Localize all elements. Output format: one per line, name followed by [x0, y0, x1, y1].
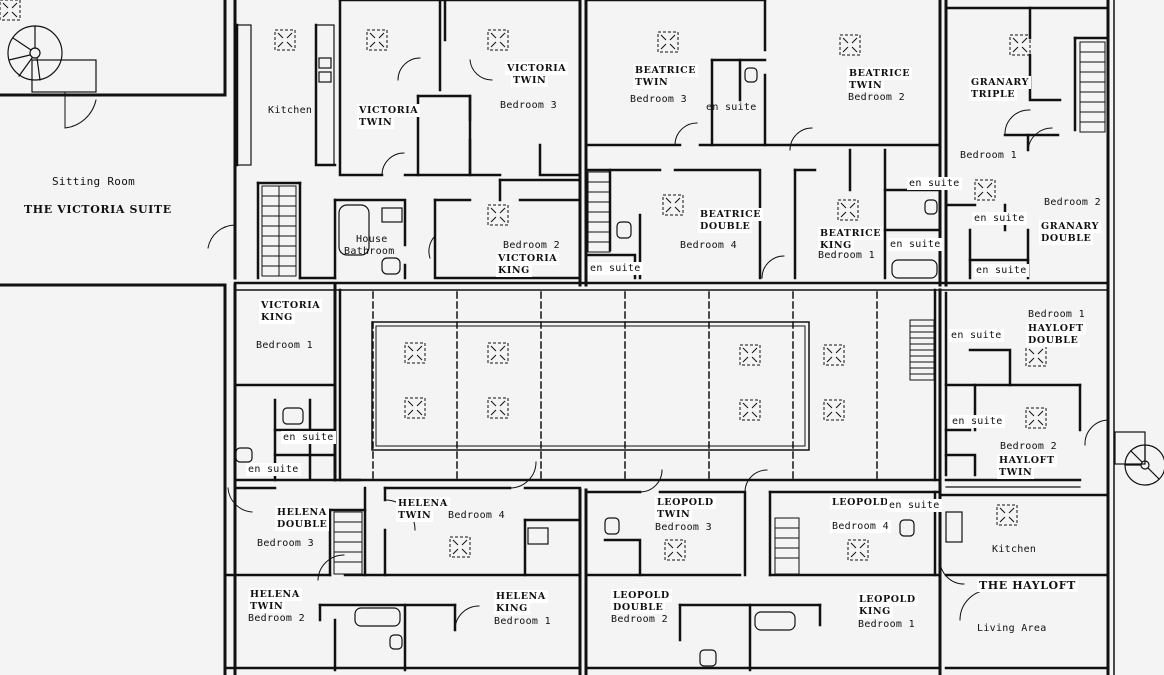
label-bedroom1-victoria: Bedroom 1 — [256, 340, 313, 351]
label-leopold-double-2: DOUBLE — [611, 601, 666, 614]
label-en-suite-8: en suite — [246, 463, 301, 476]
bottom-fixtures — [354, 511, 963, 667]
label-victoria-suite: THE VICTORIA SUITE — [24, 203, 172, 216]
label-beatrice-twin-1: BEATRICE — [633, 64, 699, 77]
house-bath — [338, 204, 403, 275]
label-leopold-double-1: LEOPOLD — [611, 589, 672, 602]
label-bedroom2-victoria: Bedroom 2 — [503, 240, 560, 251]
label-bedroom2-beatrice: Bedroom 2 — [848, 92, 905, 103]
hayloft-upper-walls — [944, 291, 1082, 488]
label-leopold-twin-2: TWIN — [655, 508, 693, 521]
label-helena-twin-b-1: HELENA — [248, 588, 302, 601]
label-granary-triple-1: GRANARY — [969, 76, 1032, 89]
label-hayloft-double-1: HAYLOFT — [1026, 322, 1086, 335]
skylights — [0, 0, 1047, 561]
label-victoria-twin-a-2: TWIN — [511, 74, 549, 87]
label-granary-double-1: GRANARY — [1039, 220, 1102, 233]
beatrice-stair — [587, 171, 611, 253]
courtyard-beams — [372, 291, 878, 479]
bottom-stairs — [333, 511, 800, 575]
label-en-suite-2: en suite — [972, 212, 1027, 225]
label-victoria-twin-b-1: VICTORIA — [357, 104, 421, 117]
label-en-suite-5: en suite — [888, 238, 943, 251]
label-helena-twin-b-2: TWIN — [248, 600, 286, 613]
label-helena-twin-1: HELENA — [396, 497, 450, 510]
label-bedroom2-hayloft: Bedroom 2 — [1000, 441, 1057, 452]
label-beatrice-king-1: BEATRICE — [818, 227, 884, 240]
courtyard-pool — [371, 321, 810, 451]
label-victoria-twin-a-1: VICTORIA — [505, 62, 569, 75]
label-hayloft-twin-1: HAYLOFT — [997, 454, 1057, 467]
label-bedroom3-victoria: Bedroom 3 — [500, 100, 557, 111]
label-kitchen-top: Kitchen — [268, 105, 313, 116]
label-beatrice-twin-b-1: BEATRICE — [847, 67, 913, 80]
label-bedroom1-beatrice: Bedroom 1 — [818, 250, 875, 261]
label-bedroom1-hayloft: Bedroom 1 — [1028, 309, 1085, 320]
label-victoria-king-2: KING — [496, 264, 532, 277]
label-house-bathroom-1: House — [356, 234, 388, 245]
label-en-suite-9: en suite — [949, 329, 1004, 342]
beatrice-wing-walls — [584, 0, 942, 280]
label-bedroom4-helena: Bedroom 4 — [448, 510, 505, 521]
label-hayloft-twin-2: TWIN — [997, 466, 1035, 479]
label-bedroom4-leopold: Bedroom 4 — [830, 520, 891, 533]
label-victoria-king-1: VICTORIA — [496, 252, 560, 265]
label-victoria-king-b-1: VICTORIA — [259, 299, 323, 312]
label-en-suite-1: en suite — [706, 102, 757, 113]
label-hayloft-double-2: DOUBLE — [1026, 334, 1081, 347]
beatrice-fixtures — [616, 67, 938, 279]
spiral-stair-top — [7, 25, 97, 93]
label-leopold-twin-1: LEOPOLD — [655, 496, 716, 509]
label-the-hayloft: THE HAYLOFT — [977, 579, 1078, 592]
label-helena-king-2: KING — [494, 602, 530, 615]
label-bedroom3-beatrice: Bedroom 3 — [630, 94, 687, 105]
label-helena-twin-2: TWIN — [396, 509, 434, 522]
courtyard-stair — [909, 319, 935, 381]
bottom-wing-walls — [223, 486, 1110, 672]
label-leopold-king-2: KING — [857, 605, 893, 618]
label-victoria-twin-b-2: TWIN — [357, 116, 395, 129]
label-en-suite-7: en suite — [281, 431, 336, 444]
label-en-suite-3: en suite — [974, 264, 1029, 277]
label-bedroom1-granary: Bedroom 1 — [960, 150, 1017, 161]
label-bedroom3-leopold: Bedroom 3 — [655, 522, 712, 533]
label-bedroom1-helena: Bedroom 1 — [494, 616, 551, 627]
label-en-suite-10: en suite — [950, 415, 1005, 428]
label-bedroom2-helena: Bedroom 2 — [248, 613, 305, 624]
victoria-stair — [261, 185, 297, 277]
label-bedroom1-leopold: Bedroom 1 — [858, 619, 915, 630]
label-beatrice-twin-b-2: TWIN — [847, 79, 885, 92]
label-kitchen-bottom: Kitchen — [992, 544, 1037, 555]
label-bedroom2-leopold: Bedroom 2 — [611, 614, 668, 625]
label-beatrice-king-2: KING — [818, 239, 854, 252]
label-house-bathroom-2: Bathroom — [344, 246, 395, 257]
kitchen-counters — [236, 24, 335, 166]
label-beatrice-twin-2: TWIN — [633, 76, 671, 89]
label-en-suite-4: en suite — [588, 262, 643, 275]
label-bedroom3-helena: Bedroom 3 — [257, 538, 314, 549]
label-en-suite-6: en suite — [907, 177, 962, 190]
label-helena-double-1: HELENA — [275, 506, 329, 519]
label-granary-double-2: DOUBLE — [1039, 232, 1094, 245]
label-living-area: Living Area — [977, 623, 1047, 634]
courtyard-walls — [233, 281, 1110, 482]
label-beatrice-double-1: BEATRICE — [698, 208, 764, 221]
label-victoria-king-b-2: KING — [259, 311, 295, 324]
label-leopold-king-1: LEOPOLD — [857, 593, 918, 606]
victoria-lower-fixtures — [235, 407, 304, 463]
label-leopold-en-suite-2: en suite — [887, 499, 942, 512]
label-bedroom2-granary: Bedroom 2 — [1044, 197, 1101, 208]
spiral-stair-right — [1114, 431, 1164, 486]
granary-stair — [1079, 41, 1106, 133]
granary-wing-walls — [944, 6, 1110, 280]
label-granary-triple-2: TRIPLE — [969, 88, 1018, 101]
label-bedroom4-beatrice: Bedroom 4 — [680, 240, 737, 251]
label-sitting-room: Sitting Room — [52, 175, 136, 188]
label-helena-king-1: HELENA — [494, 590, 548, 603]
label-helena-double-2: DOUBLE — [275, 518, 330, 531]
label-leopold-en-suite-1: LEOPOLD — [830, 496, 891, 509]
label-beatrice-double-2: DOUBLE — [698, 220, 753, 233]
